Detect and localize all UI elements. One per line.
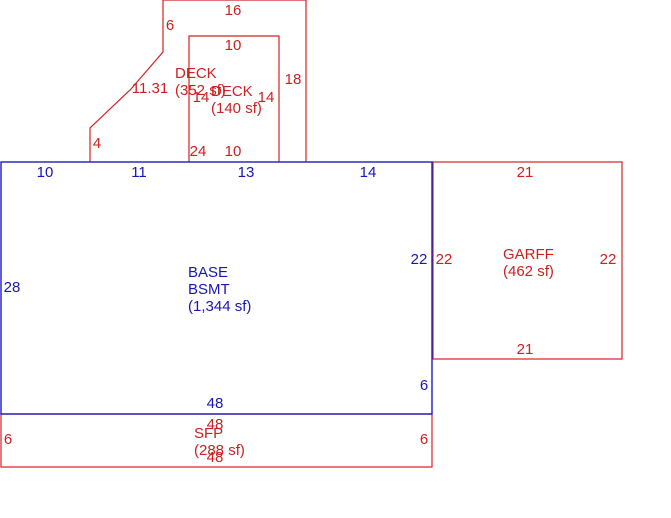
base-top-dimension-3: 13 [238, 164, 255, 181]
deck-large-inner-left-dimension: 14 [193, 89, 210, 106]
garage-name: GARFF [503, 246, 554, 263]
base-right-dimension: 22 [411, 251, 428, 268]
base-name: BASE [188, 264, 228, 281]
garage-outline [432, 161, 623, 360]
deck-large-name: DECK [175, 65, 217, 82]
deck-large-diagonal-dimension: 11.31 [132, 80, 168, 97]
sfp-top-dimension: 48 [207, 416, 224, 433]
deck-large-outline [89, 0, 307, 162]
deck-small-outline [188, 35, 280, 162]
sfp-bottom-dimension: 48 [207, 449, 224, 466]
sfp-size: (288 sf) [194, 442, 245, 459]
deck-small-name: DECK [211, 83, 253, 100]
garage-left-dimension: 22 [436, 251, 453, 268]
deck-large-size: (352 sf) [175, 82, 226, 99]
base-subname: BSMT [188, 281, 230, 298]
deck-large-top-dimension: 16 [225, 2, 242, 19]
base-outline [0, 161, 433, 415]
deck-large-left-dimension: 4 [93, 135, 101, 152]
sfp-left-dimension: 6 [4, 431, 12, 448]
deck-small-top-dimension: 10 [225, 37, 242, 54]
base-top-dimension-4: 14 [360, 164, 377, 181]
deck-large-right-dimension: 18 [285, 71, 302, 88]
base-right-lower-dimension: 6 [420, 377, 428, 394]
deck-large-top-left-dimension: 6 [166, 17, 174, 34]
base-top-dimension-2: 11 [131, 164, 147, 181]
base-top-dimension-1: 10 [37, 164, 54, 181]
deck-small-size: (140 sf) [211, 100, 262, 117]
deck-small-bottom-dimension: 10 [225, 143, 242, 160]
sfp-name: SFP [194, 425, 223, 442]
garage-top-dimension: 21 [517, 164, 534, 181]
base-left-dimension: 28 [4, 279, 21, 296]
garage-size: (462 sf) [503, 263, 554, 280]
garage-right-dimension: 22 [600, 251, 617, 268]
deck-small-left-dimension: 24 [190, 143, 207, 160]
base-bottom-dimension: 48 [207, 395, 224, 412]
sfp-right-dimension: 6 [420, 431, 428, 448]
base-size: (1,344 sf) [188, 298, 251, 315]
garage-bottom-dimension: 21 [517, 341, 534, 358]
deck-small-right-dimension: 14 [258, 89, 275, 106]
